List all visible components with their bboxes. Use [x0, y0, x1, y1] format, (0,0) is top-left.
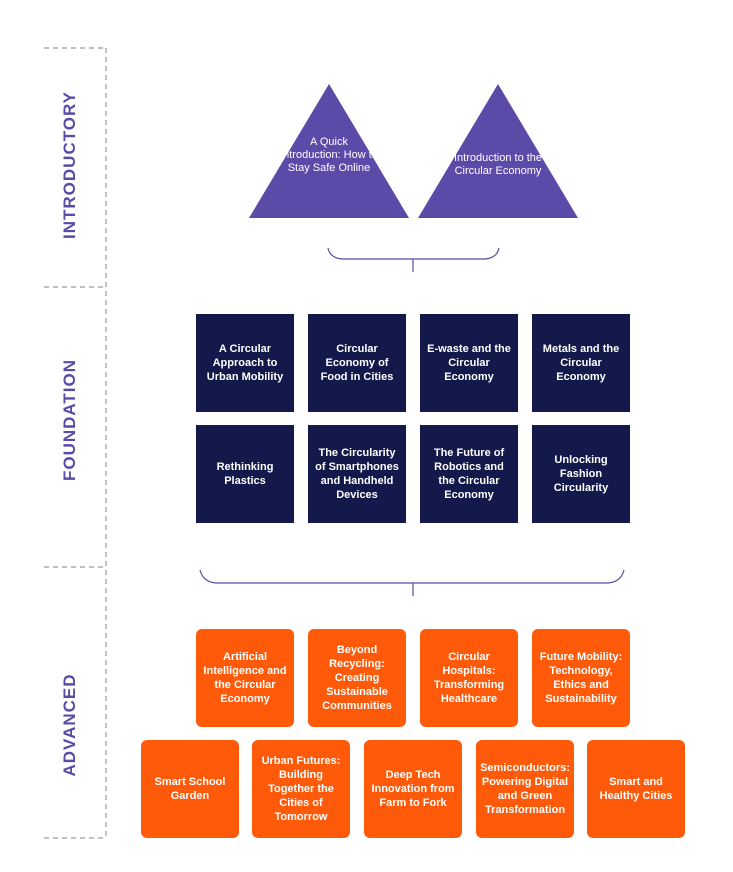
foundation-module[interactable]: Circular Economy of Food in Cities	[308, 314, 406, 412]
advanced-module[interactable]: Artificial Intelligence and the Circular…	[196, 629, 294, 727]
foundation-module[interactable]: E-waste and the Circular Economy	[420, 314, 518, 412]
advanced-module[interactable]: Deep Tech Innovation from Farm to Fork	[364, 740, 462, 838]
intro-module-circular-economy[interactable]: Introduction to the Circular Economy	[418, 84, 578, 218]
advanced-module[interactable]: Smart School Garden	[141, 740, 239, 838]
advanced-module[interactable]: Beyond Recycling: Creating Sustainable C…	[308, 629, 406, 727]
level-label-advanced: ADVANCED	[60, 673, 79, 777]
advanced-module[interactable]: Urban Futures: Building Together the Cit…	[252, 740, 350, 838]
intro-module-label: Introduction to the Circular Economy	[453, 152, 543, 177]
advanced-module[interactable]: Circular Hospitals: Transforming Healthc…	[420, 629, 518, 727]
level-label-foundation: FOUNDATION	[60, 358, 79, 482]
level-label-introductory: INTRODUCTORY	[60, 91, 79, 239]
triangle-shape	[418, 84, 578, 218]
triangle-shape	[249, 84, 409, 218]
foundation-module[interactable]: Metals and the Circular Economy	[532, 314, 630, 412]
foundation-module[interactable]: Unlocking Fashion Circularity	[532, 425, 630, 523]
intro-bracket	[327, 247, 500, 260]
advanced-module[interactable]: Semiconductors: Powering Digital and Gre…	[476, 740, 574, 838]
intro-module-online-safety[interactable]: A Quick Introduction: How to Stay Safe O…	[249, 84, 409, 218]
foundation-module[interactable]: The Circularity of Smartphones and Handh…	[308, 425, 406, 523]
foundation-module[interactable]: The Future of Robotics and the Circular …	[420, 425, 518, 523]
intro-module-label: A Quick Introduction: How to Stay Safe O…	[280, 136, 378, 174]
advanced-module[interactable]: Smart and Healthy Cities	[587, 740, 685, 838]
advanced-module[interactable]: Future Mobility: Technology, Ethics and …	[532, 629, 630, 727]
foundation-bracket	[199, 569, 625, 584]
foundation-module[interactable]: A Circular Approach to Urban Mobility	[196, 314, 294, 412]
foundation-module[interactable]: Rethinking Plastics	[196, 425, 294, 523]
